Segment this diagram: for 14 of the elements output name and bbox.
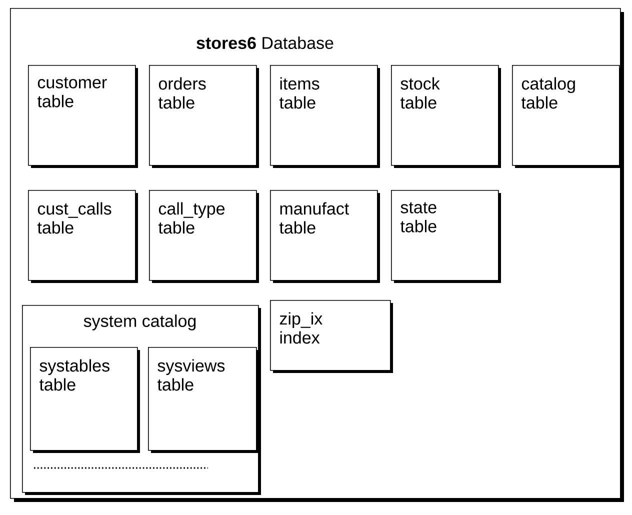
node-label: sysviews table [157,359,225,391]
table-box: cust_calls table [28,190,138,283]
node-label: catalog table [521,77,575,109]
table-box: zip_ix index [270,300,393,373]
table-box: customer table [28,65,138,168]
table-box: systables table [30,347,140,453]
table-box: orders table [149,65,259,168]
table-box: stock table [391,65,501,168]
table-box: state table [391,190,501,283]
table-box: call_type table [149,190,259,283]
table-box: catalog table [512,65,622,168]
table-box: manufact table [270,190,380,283]
table-box: items table [270,65,380,168]
table-box: sysviews table [148,347,259,453]
